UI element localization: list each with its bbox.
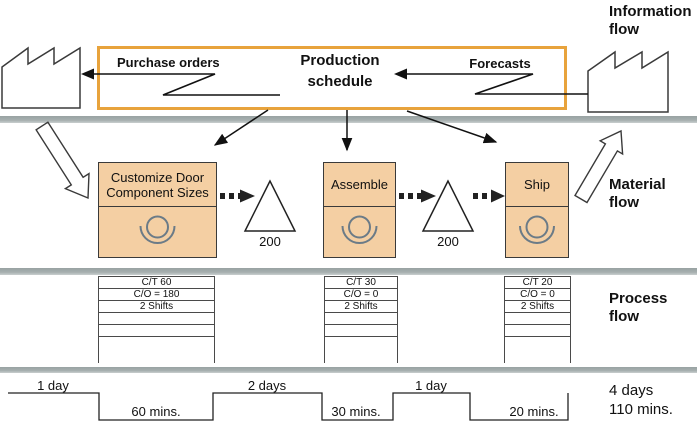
- timeline-label: 30 mins.: [331, 404, 381, 419]
- process-box-ship: Ship: [505, 162, 569, 258]
- material-flow-label: Material flow: [609, 176, 666, 211]
- process-box-customize: Customize Door Component Sizes: [98, 162, 217, 258]
- material-process-divider: [0, 268, 697, 275]
- data-row: C/T 30: [325, 277, 397, 289]
- data-row: [99, 313, 214, 325]
- data-row: 2 Shifts: [505, 301, 570, 313]
- data-box-customize: C/T 60 C/O = 180 2 Shifts: [98, 276, 215, 363]
- timeline-line: [8, 392, 569, 421]
- timeline-label: 20 mins.: [509, 404, 559, 419]
- process-box-assemble: Assemble: [323, 162, 396, 258]
- push-arrow-icon: [473, 189, 505, 203]
- inventory-qty: 200: [259, 234, 281, 249]
- data-row: [99, 325, 214, 337]
- data-row: [505, 313, 570, 325]
- timeline-label: 2 days: [247, 378, 287, 393]
- data-row: 2 Shifts: [99, 301, 214, 313]
- push-arrow-icon: [399, 189, 436, 203]
- inbound-material-arrow-icon: [35, 121, 90, 200]
- timeline-label: 60 mins.: [131, 404, 181, 419]
- data-row: C/O = 0: [325, 289, 397, 301]
- data-row: C/O = 0: [505, 289, 570, 301]
- process-title: Assemble: [324, 163, 395, 207]
- forecasts-label: Forecasts: [469, 56, 531, 71]
- info-material-divider: [0, 116, 697, 123]
- retailer-factory-icon: [587, 50, 669, 113]
- process-title: Customize Door Component Sizes: [99, 163, 216, 207]
- retailer-label: Retailer: [602, 86, 654, 103]
- data-box-assemble: C/T 30 C/O = 0 2 Shifts: [324, 276, 398, 363]
- data-row: C/T 20: [505, 277, 570, 289]
- process-timeline-divider: [0, 367, 697, 373]
- timeline-label: 1 day: [415, 378, 447, 393]
- data-row: 2 Shifts: [325, 301, 397, 313]
- inventory-symbol: I: [444, 199, 452, 223]
- data-row: [325, 313, 397, 325]
- process-flow-label: Process flow: [609, 290, 668, 325]
- push-arrow-icon: [220, 189, 255, 203]
- purchase-orders-label: Purchase orders: [117, 55, 220, 70]
- production-schedule-label: Production schedule: [300, 52, 380, 90]
- information-flow-label: Information flow: [609, 3, 692, 38]
- data-row: [505, 325, 570, 337]
- data-box-ship: C/T 20 C/O = 0 2 Shifts: [504, 276, 571, 363]
- timeline-label: 1 day: [37, 378, 69, 393]
- data-row: [325, 325, 397, 337]
- lead-time-totals: 4 days 110 mins.: [609, 382, 673, 418]
- inventory-qty: 200: [437, 234, 459, 249]
- data-row: C/T 60: [99, 277, 214, 289]
- supplier-label: Supplier: [13, 80, 69, 97]
- data-row: C/O = 180: [99, 289, 214, 301]
- process-title: Ship: [506, 163, 568, 207]
- supplier-factory-icon: [1, 46, 81, 109]
- inventory-symbol: I: [266, 199, 274, 223]
